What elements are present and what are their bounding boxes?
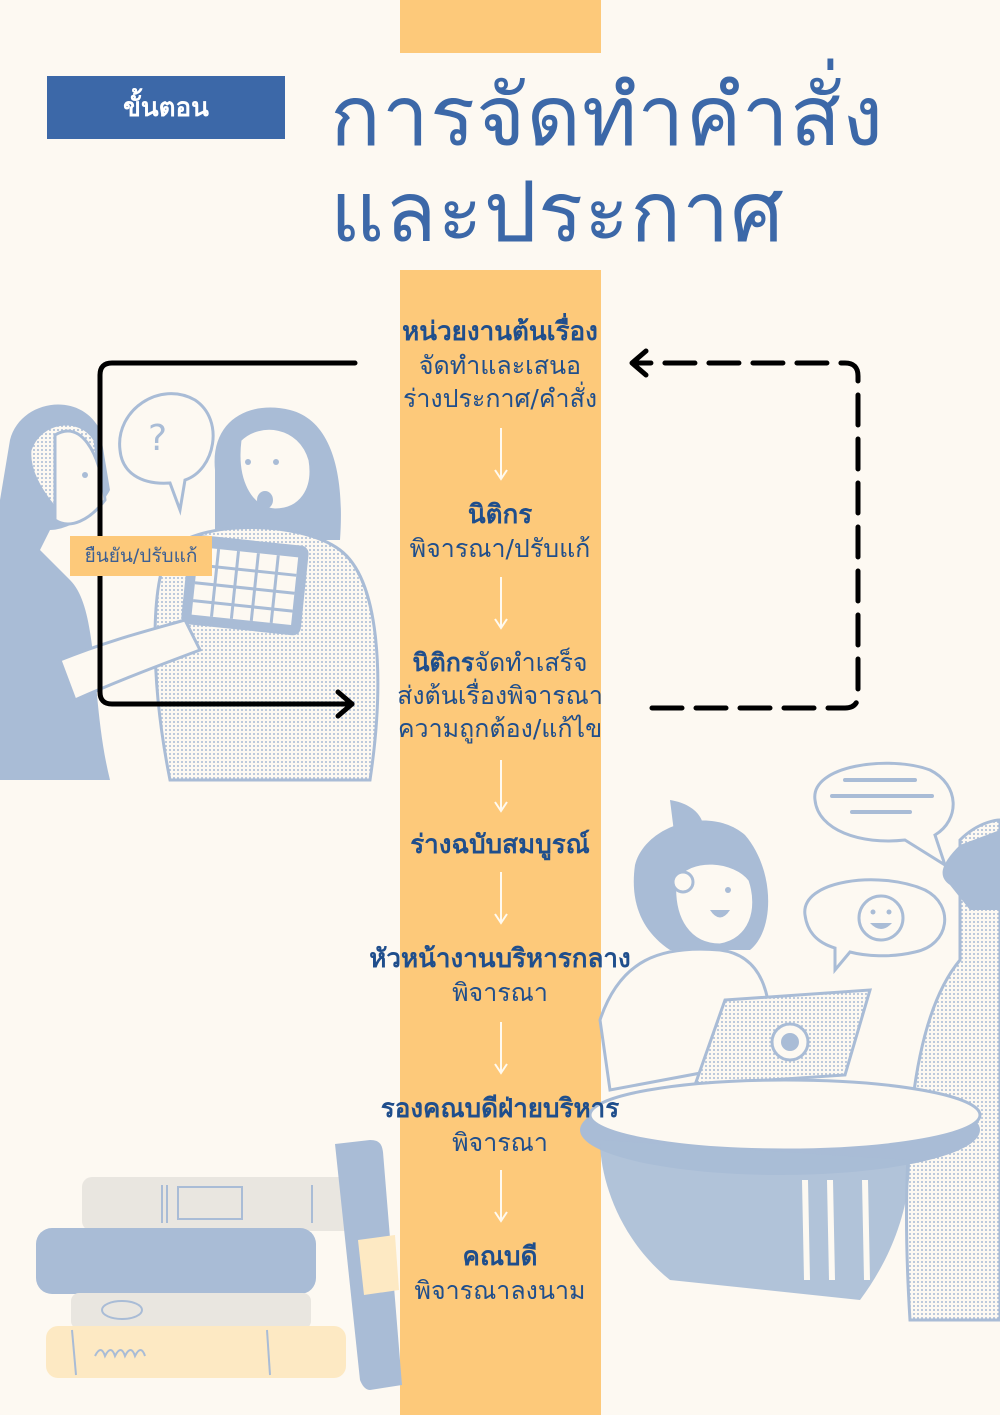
step-title-suffix: จัดทำเสร็จ bbox=[474, 648, 588, 677]
step-desc: จัดทำและเสนอ bbox=[418, 351, 582, 380]
step-legal-officer-review: นิติกร พิจารณา/ปรับแก้ bbox=[300, 498, 700, 565]
book-stack-icon bbox=[36, 1140, 402, 1390]
step-desc: ความถูกต้อง/แก้ไข bbox=[397, 714, 603, 743]
step-desc: ส่งต้นเรื่องพิจารณา bbox=[397, 681, 603, 710]
step-title: หัวหน้างานบริหารกลาง bbox=[369, 944, 631, 974]
step-associate-dean-admin: รองคณบดีฝ่ายบริหาร พิจารณา bbox=[300, 1092, 700, 1159]
step-legal-officer-complete: นิติกรจัดทำเสร็จ ส่งต้นเรื่องพิจารณา ควา… bbox=[300, 646, 700, 745]
text-speech-bubble-icon bbox=[813, 761, 955, 869]
dashed-loop-connector bbox=[629, 348, 861, 711]
badge-steps: ขั้นตอน bbox=[47, 76, 285, 139]
step-dean: คณบดี พิจารณาลงนาม bbox=[300, 1240, 700, 1307]
arrow-down-icon bbox=[494, 760, 508, 813]
step-final-draft: ร่างฉบับสมบูรณ์ bbox=[300, 828, 700, 862]
step-head-central-admin: หัวหน้างานบริหารกลาง พิจารณา bbox=[300, 942, 700, 1009]
step-title: หน่วยงานต้นเรื่อง bbox=[402, 317, 598, 347]
solid-loop-connector bbox=[97, 360, 358, 719]
step-desc: ร่างประกาศ/คำสั่ง bbox=[402, 384, 598, 413]
badge-label: ขั้นตอน bbox=[123, 93, 209, 123]
step-origin-unit: หน่วยงานต้นเรื่อง จัดทำและเสนอ ร่างประกา… bbox=[300, 315, 700, 415]
step-desc: พิจารณา bbox=[452, 978, 548, 1007]
svg-text:?: ? bbox=[148, 418, 167, 459]
step-desc: พิจารณาลงนาม bbox=[414, 1276, 586, 1305]
people-discussing-document-icon: ? bbox=[0, 392, 380, 782]
step-title: นิติกร bbox=[412, 648, 475, 677]
arrow-down-icon bbox=[494, 872, 508, 925]
title-line-1: การจัดทำคำสั่ง bbox=[330, 67, 885, 165]
step-title: คณบดี bbox=[462, 1242, 538, 1272]
people-at-table-with-tablet-icon bbox=[580, 761, 1000, 1322]
arrow-down-icon bbox=[494, 1022, 508, 1075]
arrow-down-icon bbox=[494, 577, 508, 630]
accent-bar-top bbox=[400, 0, 601, 53]
loop-label: ยืนยัน/ปรับแก้ bbox=[70, 536, 212, 576]
arrow-down-icon bbox=[494, 1170, 508, 1223]
title-line-2: และประกาศ bbox=[330, 163, 785, 261]
smiley-speech-bubble-icon bbox=[803, 878, 947, 975]
page-title: การจัดทำคำสั่ง และประกาศ bbox=[330, 68, 990, 260]
step-title: ร่างฉบับสมบูรณ์ bbox=[410, 830, 590, 860]
loop-label-text: ยืนยัน/ปรับแก้ bbox=[84, 545, 198, 567]
step-title: รองคณบดีฝ่ายบริหาร bbox=[380, 1094, 620, 1124]
step-desc: พิจารณา bbox=[452, 1128, 548, 1157]
step-title: นิติกร bbox=[467, 500, 533, 530]
step-desc: พิจารณา/ปรับแก้ bbox=[409, 534, 591, 563]
arrow-down-icon bbox=[494, 428, 508, 481]
